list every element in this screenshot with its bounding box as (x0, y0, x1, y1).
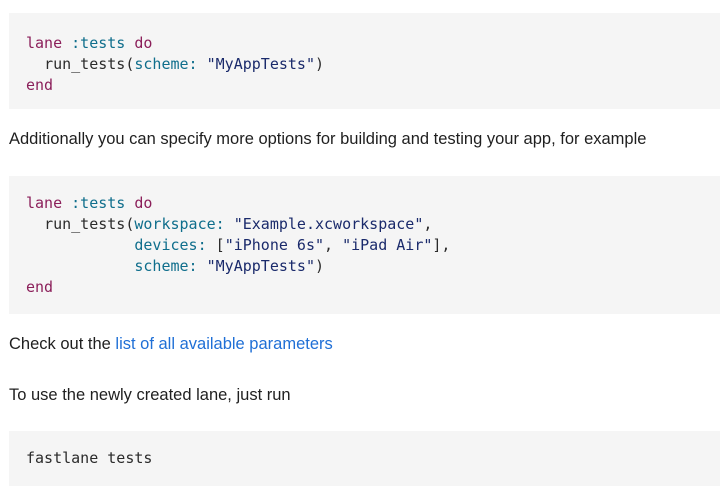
keyword-lane: lane (26, 34, 63, 52)
code-line: scheme: "MyAppTests") (26, 256, 324, 277)
code-block-lane-basic: lane :tests do run_tests(scheme: "MyAppT… (9, 13, 720, 109)
close-bracket: ], (432, 236, 451, 254)
keyword-end: end (26, 76, 54, 94)
code-block-lane-options: lane :tests do run_tests(workspace: "Exa… (9, 176, 720, 314)
function-call: run_tests( (44, 215, 135, 233)
paragraph-parameters: Check out the list of all available para… (9, 333, 333, 355)
param-devices: devices: (134, 236, 207, 254)
code-line: run_tests(scheme: "MyAppTests") (26, 54, 324, 75)
code-line: devices: ["iPhone 6s", "iPad Air"], (26, 235, 450, 256)
param-scheme: scheme: (134, 55, 198, 73)
keyword-end: end (26, 278, 54, 296)
open-bracket: [ (215, 236, 225, 254)
string-workspace: "Example.xcworkspace" (233, 215, 424, 233)
keyword-lane: lane (26, 194, 63, 212)
close-paren: ) (315, 257, 325, 275)
param-scheme: scheme: (134, 257, 198, 275)
symbol-tests: :tests (71, 34, 126, 52)
code-line: lane :tests do (26, 33, 152, 54)
available-parameters-link[interactable]: list of all available parameters (115, 335, 333, 353)
paragraph-prefix: Check out the (9, 335, 116, 353)
param-workspace: workspace: (134, 215, 225, 233)
code-line: end (26, 277, 53, 298)
string-scheme: "MyAppTests" (206, 55, 315, 73)
paragraph-run-lane: To use the newly created lane, just run (9, 386, 291, 404)
paragraph-options: Additionally you can specify more option… (9, 130, 647, 148)
code-block-command: fastlane tests (9, 431, 720, 486)
string-scheme: "MyAppTests" (206, 257, 315, 275)
string-device-ipad: "iPad Air" (342, 236, 433, 254)
function-call: run_tests( (44, 55, 135, 73)
comma: , (423, 215, 433, 233)
separator: , (324, 236, 343, 254)
symbol-tests: :tests (71, 194, 126, 212)
code-line: fastlane tests (26, 448, 152, 469)
keyword-do: do (134, 34, 153, 52)
string-device-iphone: "iPhone 6s" (224, 236, 325, 254)
close-paren: ) (315, 55, 325, 73)
code-line: end (26, 75, 53, 96)
code-line: run_tests(workspace: "Example.xcworkspac… (26, 214, 432, 235)
shell-command: fastlane tests (26, 449, 153, 467)
code-line: lane :tests do (26, 193, 152, 214)
keyword-do: do (134, 194, 153, 212)
